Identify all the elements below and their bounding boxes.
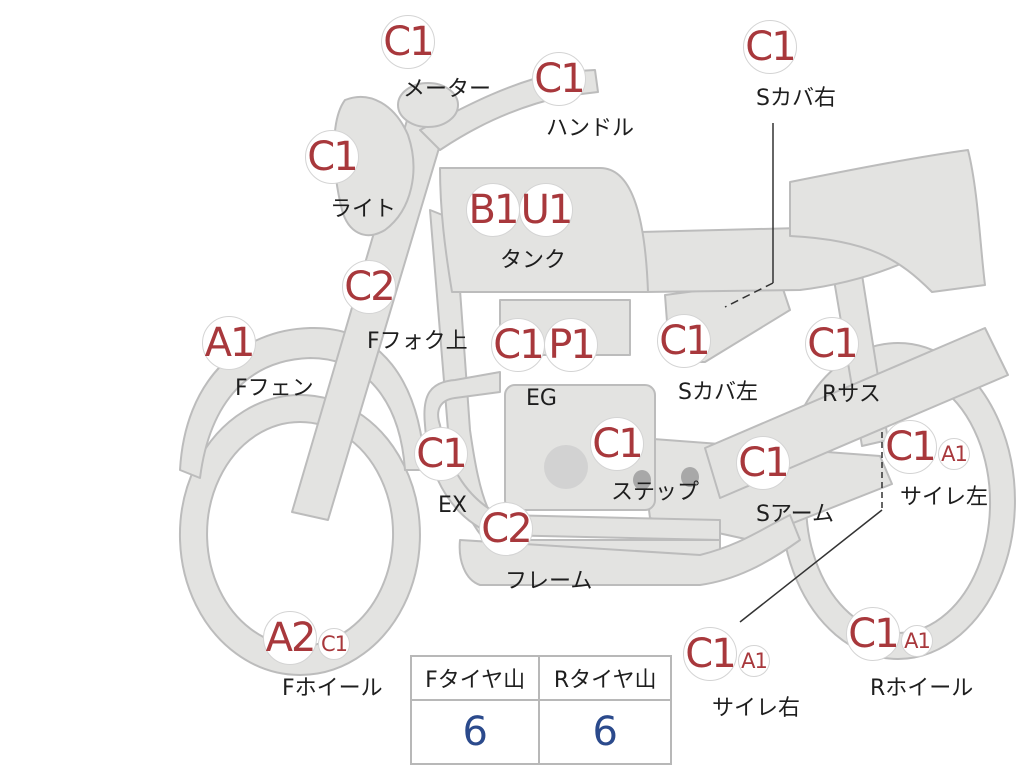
tank-code-1: B1	[466, 183, 520, 237]
swing-arm-code-1: C1	[736, 436, 790, 490]
step-label: ステップ	[611, 480, 700, 505]
exhaust-shape	[423, 371, 721, 541]
front-tire-tread-value: 6	[409, 699, 541, 765]
exhaust-label: EX	[438, 493, 467, 518]
tank-code-2: U1	[519, 183, 573, 237]
tail-cowl-shape	[789, 149, 986, 293]
meter-shape	[397, 82, 459, 128]
rear-wheel-code-1: C1	[846, 607, 900, 661]
exhaust-code-1: C1	[414, 427, 468, 481]
front-fender-code-1: A1	[202, 316, 256, 370]
frame-label: フレーム	[505, 569, 593, 594]
muffler-left-label: サイレ左	[900, 485, 989, 510]
rear-tire-tread-value: 6	[538, 699, 672, 765]
side-cover-left-code-1: C1	[657, 314, 711, 368]
side-cover-right-label: Sカバ右	[756, 86, 836, 111]
step-peg-2	[681, 467, 699, 487]
tire-tread-table: Fタイヤ山 Rタイヤ山 6 6	[409, 655, 672, 765]
handle-label: ハンドル	[546, 116, 635, 141]
muffler-left-code-2: A1	[938, 438, 970, 470]
rear-sus-label: Rサス	[822, 382, 881, 407]
step-code-1: C1	[590, 417, 644, 471]
front-tire-tread-header: Fタイヤ山	[409, 655, 541, 701]
engine-label: EG	[526, 386, 557, 411]
engine-shape	[504, 384, 656, 511]
rear-sus-code-1: C1	[805, 317, 859, 371]
light-label: ライト	[330, 197, 397, 222]
engine-cover-circle	[544, 445, 588, 489]
muffler-right-label: サイレ右	[712, 696, 801, 721]
tank-label: タンク	[500, 248, 567, 273]
front-wheel-code-2: C1	[318, 628, 350, 660]
rear-wheel-code-2: A1	[901, 625, 933, 657]
front-wheel-code-1: A2	[263, 611, 317, 665]
frame-lower-shape	[458, 514, 801, 586]
fork-upper-code-1: C2	[342, 260, 396, 314]
meter-label: メーター	[403, 77, 492, 102]
step-peg-1	[633, 470, 651, 490]
leader-line-side-cover-right-dash	[724, 282, 774, 308]
front-fender-label: Fフェン	[235, 376, 314, 401]
side-cover-right-code-1: C1	[743, 20, 797, 74]
muffler-left-code-1: C1	[883, 420, 937, 474]
tire-tread-value-row: 6 6	[409, 699, 672, 765]
light-code-1: C1	[305, 130, 359, 184]
rear-wheel-label: Rホイール	[870, 676, 974, 701]
front-wheel-label: Fホイール	[282, 676, 383, 701]
meter-code-1: C1	[381, 15, 435, 69]
leader-line-muffler-right	[739, 509, 883, 623]
swing-arm-label: Sアーム	[756, 502, 834, 527]
engine-code-2: P1	[544, 318, 598, 372]
muffler-right-code-2: A1	[738, 645, 770, 677]
tire-tread-header-row: Fタイヤ山 Rタイヤ山	[409, 655, 672, 701]
engine-code-1: C1	[491, 318, 545, 372]
frame-code-1: C2	[479, 502, 533, 556]
fork-upper-label: Fフォク上	[367, 329, 468, 354]
rear-tire-tread-header: Rタイヤ山	[538, 655, 672, 701]
muffler-right-code-1: C1	[683, 627, 737, 681]
side-cover-left-label: Sカバ左	[678, 380, 758, 405]
handle-code-1: C1	[532, 52, 586, 106]
